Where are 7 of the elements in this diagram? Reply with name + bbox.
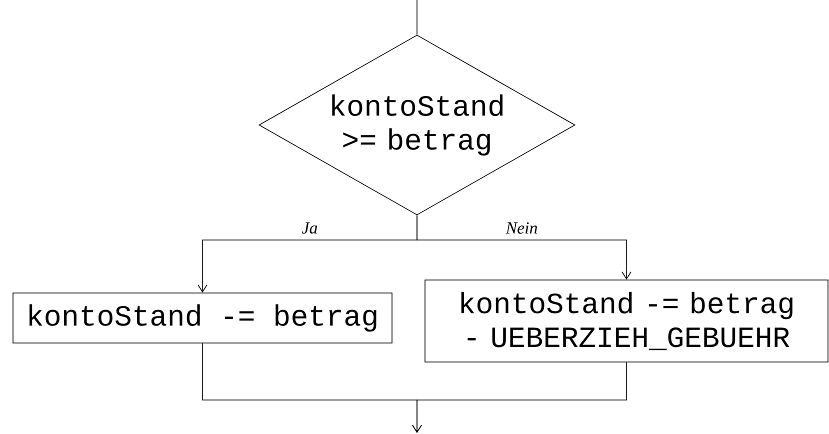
connector [412, 362, 627, 433]
edge-label: Ja [300, 221, 319, 235]
process-box: kontoStand -= betrag [12, 292, 392, 344]
connector [416, 215, 632, 280]
process-box: kontoStand -= betrag - UEBERZIEH_GEBUEHR [424, 280, 828, 362]
edge-label: Nein [504, 221, 539, 235]
connector [416, 0, 418, 35]
